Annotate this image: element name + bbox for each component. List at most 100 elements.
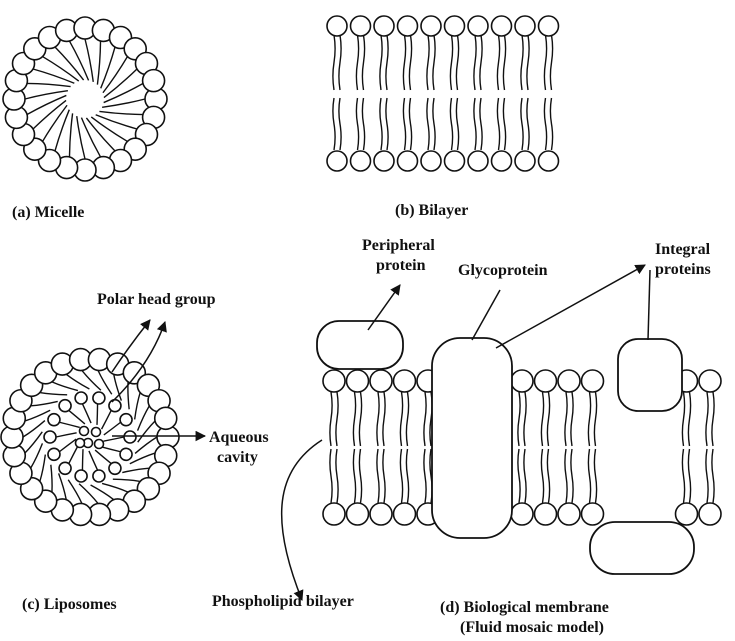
lipid-tail	[68, 480, 82, 504]
bilayer-drawing	[327, 16, 559, 171]
lipid-head-circle	[44, 431, 56, 443]
lipid-tail	[527, 98, 529, 150]
lipid-tail	[130, 453, 155, 464]
integral-protein-arrow-2	[648, 270, 650, 340]
lipid-tail	[66, 374, 89, 389]
lipid-head-circle	[374, 16, 394, 36]
lipid-head-circle	[699, 370, 721, 392]
lipid-tail	[409, 98, 411, 150]
peripheral-protein	[317, 321, 403, 369]
lipid-tail	[33, 69, 74, 83]
lipid-tail	[503, 98, 505, 150]
lipid-tail	[424, 449, 426, 503]
lipid-head-circle	[323, 370, 345, 392]
lipid-tail	[544, 35, 546, 90]
lipid-tail	[362, 35, 364, 90]
lipid-tail	[450, 35, 452, 90]
lipid-tail	[386, 35, 388, 90]
lipid-head-circle	[558, 503, 580, 525]
lipid-tail	[353, 392, 355, 446]
lipid-tail	[712, 449, 714, 503]
polar-head-label: Polar head group	[97, 291, 216, 308]
lipid-tail	[102, 483, 128, 492]
lipid-tail	[688, 449, 690, 503]
integral-protein-small	[618, 339, 682, 411]
lipid-head-circle	[109, 462, 121, 474]
lipid-head-circle	[109, 400, 121, 412]
lipid-head-circle	[93, 392, 105, 404]
lipid-head-circle	[347, 370, 369, 392]
lipid-tail	[571, 392, 573, 446]
micelle-drawing	[3, 17, 167, 181]
lipid-head-circle	[515, 151, 535, 171]
aqueous-label-line2: cavity	[217, 449, 258, 466]
lipid-tail	[406, 392, 408, 446]
lipid-tail	[521, 35, 523, 90]
lipid-tail	[377, 392, 379, 446]
lipid-tail	[103, 437, 124, 441]
lipid-head-circle	[120, 414, 132, 426]
bilayer-caption: (b) Bilayer	[395, 202, 468, 219]
aqueous-label-line1: Aqueous	[209, 429, 269, 446]
lipid-tail	[565, 449, 567, 503]
lipid-head-circle	[327, 151, 347, 171]
lipid-head-circle	[421, 16, 441, 36]
lipid-tail	[95, 450, 111, 464]
lipid-tail	[377, 449, 379, 503]
lipid-tail	[547, 449, 549, 503]
lipid-head-circle	[699, 503, 721, 525]
lipid-head-circle	[48, 414, 60, 426]
lipid-head-circle	[124, 431, 136, 443]
lipid-head-circle	[75, 470, 87, 482]
peripheral-protein-bottom	[590, 522, 694, 574]
lipid-tail	[69, 410, 85, 424]
lipid-tail	[25, 410, 50, 421]
glycoprotein-label: Glycoprotein	[458, 262, 548, 279]
membrane-drawing	[317, 321, 721, 574]
micelle-caption: (a) Micelle	[12, 204, 84, 221]
lipid-tail	[456, 35, 458, 90]
lipid-tail	[712, 392, 714, 446]
lipid-head-circle	[398, 151, 418, 171]
lipid-tail	[497, 35, 499, 90]
lipid-tail	[380, 35, 382, 90]
lipid-tail	[571, 449, 573, 503]
lipid-head-circle	[370, 370, 392, 392]
lipid-tail	[82, 404, 91, 423]
lipid-head-circle	[421, 151, 441, 171]
lipid-head-circle	[582, 370, 604, 392]
lipid-head-circle	[323, 503, 345, 525]
lipid-head-circle	[535, 370, 557, 392]
lipid-head-circle	[511, 503, 533, 525]
lipid-tail	[31, 401, 58, 405]
lipid-tail	[588, 449, 590, 503]
lipid-tail	[79, 484, 98, 504]
lipid-tail	[104, 69, 137, 98]
lipid-tail	[59, 439, 76, 452]
lipid-tail	[102, 410, 112, 429]
lipid-head-circle	[92, 428, 101, 437]
lipid-tail	[527, 35, 529, 90]
lipid-tail	[541, 449, 543, 503]
lipid-head-circle	[676, 503, 698, 525]
peripheral-label-line2: protein	[376, 257, 426, 274]
lipid-tail	[356, 35, 358, 90]
lipid-tail	[55, 47, 84, 80]
lipid-tail	[31, 443, 43, 468]
lipid-tail	[356, 98, 358, 150]
lipid-tail	[518, 392, 520, 446]
glycoprotein-integral-protein	[432, 338, 512, 538]
lipid-tail	[51, 465, 52, 492]
lipid-tail	[56, 433, 77, 437]
lipid-tail	[480, 35, 482, 90]
glycoprotein-pointer-line	[472, 290, 500, 340]
lipid-tail	[524, 449, 526, 503]
lipid-tail	[33, 100, 66, 129]
lipid-tail	[40, 455, 45, 482]
lipid-tail	[383, 449, 385, 503]
lipid-tail	[503, 35, 505, 90]
lipid-tail	[69, 113, 72, 157]
annotation-arrows	[112, 265, 650, 600]
lipid-tail	[383, 392, 385, 446]
lipid-tail	[98, 370, 112, 394]
